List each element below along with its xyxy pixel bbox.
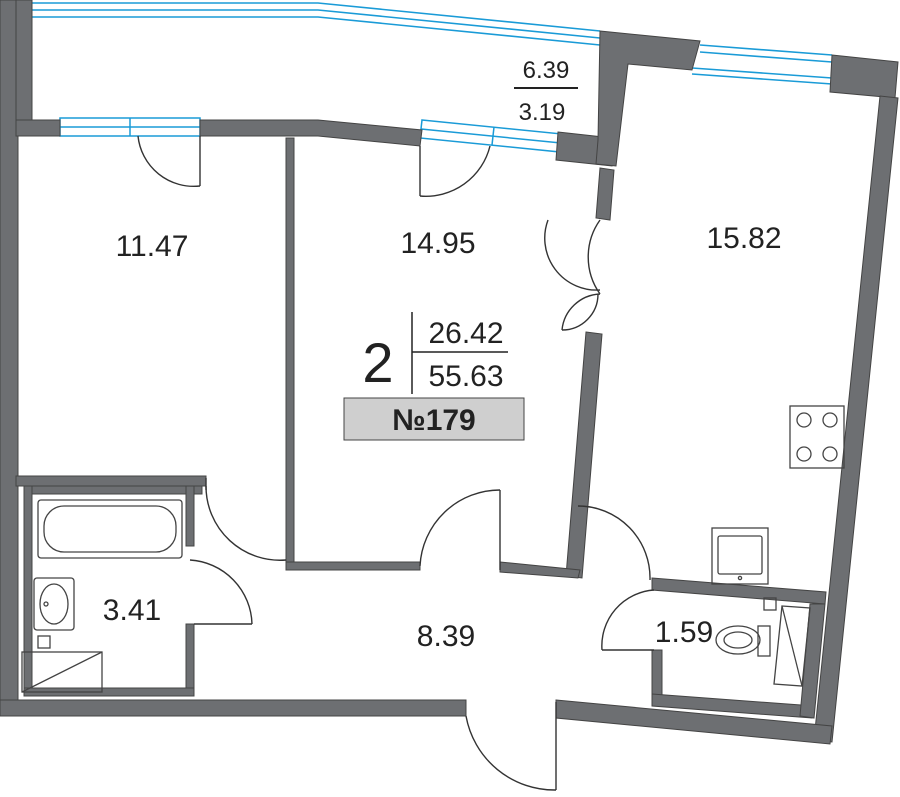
wall-column <box>595 30 701 167</box>
walls <box>0 0 899 745</box>
room-area-bedroom: 11.47 <box>116 230 189 263</box>
door-bedroom-balcony <box>137 135 201 188</box>
room-area-hallway: 8.39 <box>417 620 475 653</box>
balcony-area-full: 6.39 <box>523 57 570 84</box>
apartment-number: №179 <box>392 404 476 437</box>
toilet-icon <box>715 625 771 657</box>
door-bedroom <box>205 478 287 561</box>
total-area: 55.63 <box>428 360 503 393</box>
fixtures <box>21 405 845 693</box>
wall-right <box>813 95 899 743</box>
wall-balcony-left <box>15 0 33 131</box>
wall-left <box>0 0 19 716</box>
door-toilet <box>601 589 655 651</box>
room-area-bathroom: 3.41 <box>103 594 161 627</box>
bathroom-sink-icon <box>33 577 75 631</box>
bathtub-icon <box>37 499 183 559</box>
stove-icon <box>789 405 845 469</box>
room-area-living-room: 14.95 <box>400 227 475 260</box>
balcony-glazing <box>30 2 833 85</box>
door-bathroom <box>189 559 253 625</box>
windows <box>59 117 563 153</box>
balcony-area-reduced: 3.19 <box>519 99 566 126</box>
drain-icon <box>37 635 51 649</box>
boiler-icon <box>773 605 811 687</box>
living-area: 26.42 <box>428 317 503 350</box>
door-kitchen <box>544 219 601 331</box>
balcony-area-label: 6.39 3.19 <box>514 57 578 126</box>
room-area-kitchen: 15.82 <box>706 222 781 255</box>
apartment-number-badge <box>343 397 525 441</box>
toilet-drain-icon <box>763 597 777 611</box>
rooms-count: 2 <box>362 331 393 394</box>
room-area-toilet: 1.59 <box>655 616 713 649</box>
door-entrance <box>465 702 557 791</box>
door-kitchen-hallway <box>577 505 651 581</box>
door-living-balcony <box>419 145 491 197</box>
door-living-hallway <box>419 489 501 570</box>
washing-machine-icon <box>21 651 103 693</box>
kitchen-sink-icon <box>711 527 769 585</box>
bathroom-frame <box>23 485 203 495</box>
wall-bottom-left <box>0 699 467 717</box>
apartment-info-block: 2 26.42 55.63 №179 <box>343 312 525 441</box>
doors <box>137 135 655 791</box>
